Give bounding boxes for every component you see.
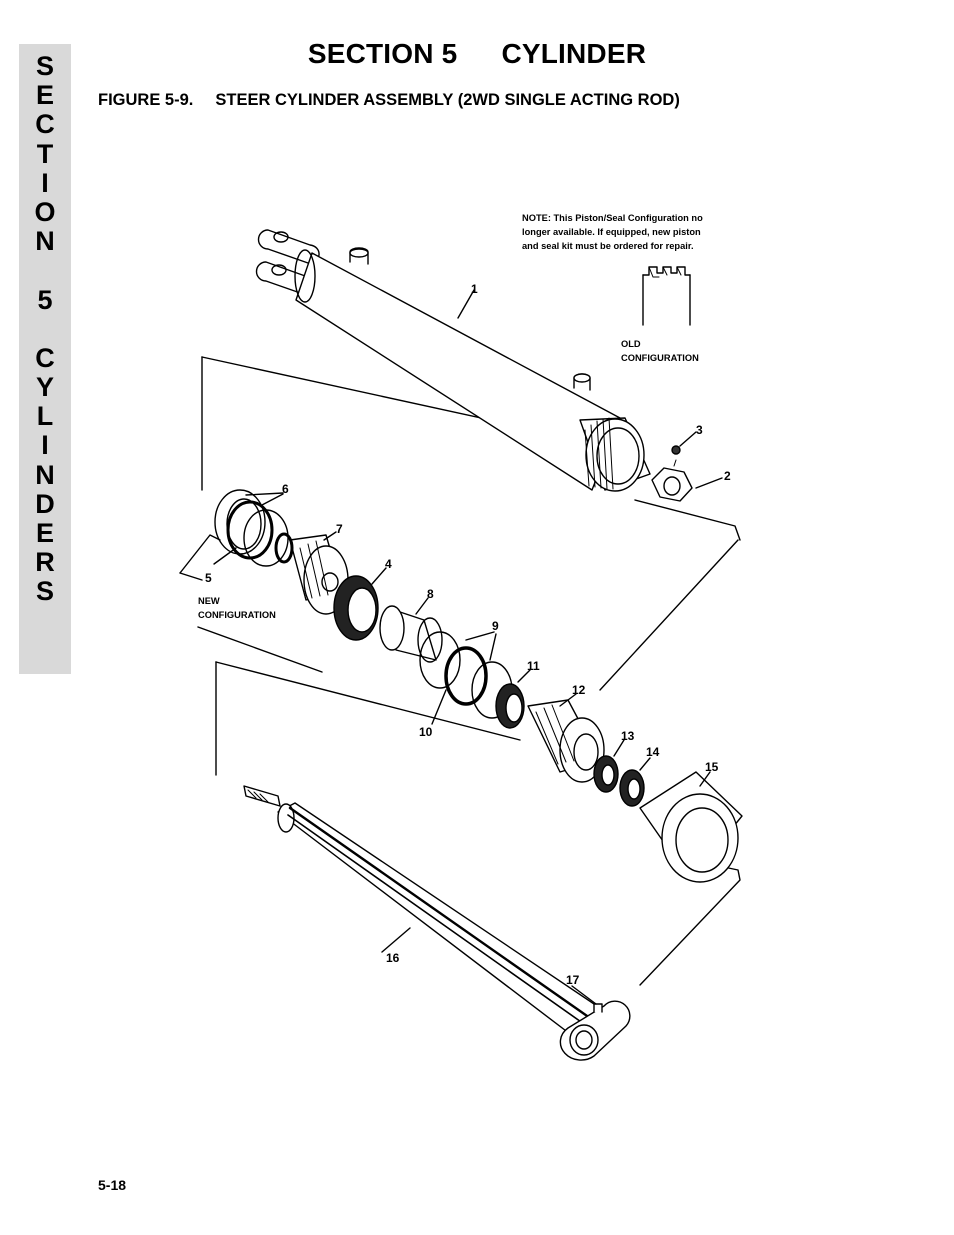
old-config-line-1: OLD: [621, 339, 641, 349]
cylinder-barrel: [255, 229, 651, 492]
side-tab-letter: C: [35, 342, 55, 373]
configuration-note: NOTE: This Piston/Seal Configuration no …: [522, 213, 703, 251]
new-config-line-2: CONFIGURATION: [198, 610, 276, 620]
grease-fitting: [571, 985, 603, 1013]
new-config-line-1: NEW: [198, 596, 220, 606]
callout-15: 15: [705, 760, 719, 774]
note-line-3: and seal kit must be ordered for repair.: [522, 241, 694, 251]
side-tab-letter: T: [36, 138, 54, 169]
side-tab-letter: O: [34, 196, 56, 227]
page-number: 5-18: [98, 1177, 127, 1193]
side-tab-letter: S: [35, 576, 54, 607]
callout-5: 5: [205, 571, 212, 585]
side-tab-letter: R: [35, 547, 55, 578]
side-tab-letter: 5: [37, 284, 53, 315]
section-number: SECTION 5: [307, 38, 458, 69]
callout-2: 2: [724, 469, 731, 483]
callout-10: 10: [419, 725, 433, 739]
piston-rod: [243, 785, 631, 1061]
lock-nut: [651, 459, 723, 502]
old-configuration-label: OLD CONFIGURATION: [621, 339, 699, 363]
piston-seal: [333, 567, 387, 641]
section-side-tab: S E C T I O N 5 C Y L I N D E R S: [19, 44, 71, 674]
callout-12: 12: [572, 683, 586, 697]
side-tab-letter: I: [41, 430, 49, 461]
rod-seals: [593, 739, 651, 807]
side-tab-letter: Y: [35, 372, 54, 403]
new-configuration-label: NEW CONFIGURATION: [198, 596, 276, 620]
callout-3: 3: [696, 423, 703, 437]
side-tab-letter: E: [35, 518, 54, 548]
section-title: SECTION 5 CYLINDER: [0, 38, 954, 70]
bleeder-fitting: [671, 431, 697, 455]
gland-nut: [639, 771, 743, 883]
callout-9: 9: [492, 619, 499, 633]
spacer-tube: [379, 597, 443, 663]
callout-6: 6: [282, 482, 289, 496]
side-tab-letter: L: [36, 401, 54, 432]
cylinder-head-gland: [527, 693, 605, 783]
figure-number: FIGURE 5-9.: [98, 91, 194, 109]
side-tab-letter: E: [35, 80, 54, 111]
figure-caption: STEER CYLINDER ASSEMBLY (2WD SINGLE ACTI…: [215, 91, 680, 109]
callout-14: 14: [646, 745, 660, 759]
note-line-2: longer available. If equipped, new pisto…: [522, 227, 701, 237]
side-tab-letter: C: [35, 109, 55, 140]
o-rings: [419, 631, 513, 725]
callout-16: 16: [386, 951, 400, 965]
old-config-line-2: CONFIGURATION: [621, 353, 699, 363]
side-tab-letter: N: [35, 459, 55, 490]
callout-labels: 1 2 3 4 5 6 7 8 9 10 11 12 13 14 15 16 1…: [205, 282, 731, 987]
callout-11: 11: [527, 659, 540, 673]
callout-1: 1: [471, 282, 478, 296]
wear-rings-and-seals: [179, 489, 289, 581]
figure-title: FIGURE 5-9. STEER CYLINDER ASSEMBLY (2WD …: [98, 91, 680, 110]
callout-8: 8: [427, 587, 434, 601]
old-configuration-detail: [642, 266, 691, 326]
side-tab-letter: N: [35, 226, 55, 257]
callout-17: 17: [566, 973, 580, 987]
callout-7: 7: [336, 522, 343, 536]
side-tab-letter: I: [41, 167, 49, 198]
side-tab-letter: D: [35, 488, 55, 519]
wiper-seal: [495, 669, 531, 729]
explode-outline: [197, 356, 741, 986]
side-tab-letter: S: [35, 51, 54, 81]
section-chapter: CYLINDER: [501, 38, 647, 69]
side-tab-letters: S E C T I O N 5 C Y L I N D E R S: [19, 51, 71, 607]
note-line-1: NOTE: This Piston/Seal Configuration no: [522, 213, 703, 223]
callout-13: 13: [621, 729, 635, 743]
callout-4: 4: [385, 557, 392, 571]
